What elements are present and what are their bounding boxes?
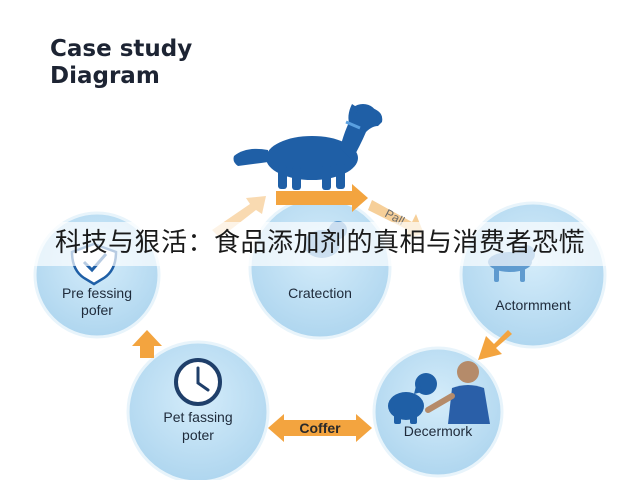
right-arrow — [478, 330, 512, 360]
top-arrow — [276, 184, 368, 212]
dog-standing-icon — [233, 104, 383, 190]
node-pre-fessing-label-line2: pofer — [81, 302, 113, 318]
diagram-title-line2: Diagram — [50, 63, 160, 89]
diagram-title: Case study Diagram — [50, 36, 192, 90]
node-decermork-label: Decermork — [404, 423, 473, 439]
node-cratection-circle — [248, 196, 392, 340]
left-arrow — [132, 330, 162, 358]
node-cratection-label: Cratection — [288, 285, 352, 301]
node-pre-fessing-label-line1: Pre fessing — [62, 285, 132, 301]
clock-icon — [174, 358, 222, 406]
node-pet-fassing-label-line1: Pet fassing — [163, 409, 232, 425]
node-pet-fassing-label-line2: poter — [182, 427, 214, 443]
node-pet-fassing-circle — [126, 340, 270, 480]
diagram-title-line1: Case study — [50, 36, 193, 62]
overlay-caption: 科技与狠活：食品添加剂的真相与消费者恐慌 — [54, 228, 585, 258]
node-actormment-label: Actormment — [495, 297, 571, 313]
bottom-arrow — [268, 414, 372, 442]
bottom-arrow-label: Coffer — [299, 420, 341, 436]
dog-and-person-icon — [388, 361, 490, 424]
caption-banner — [0, 222, 640, 266]
